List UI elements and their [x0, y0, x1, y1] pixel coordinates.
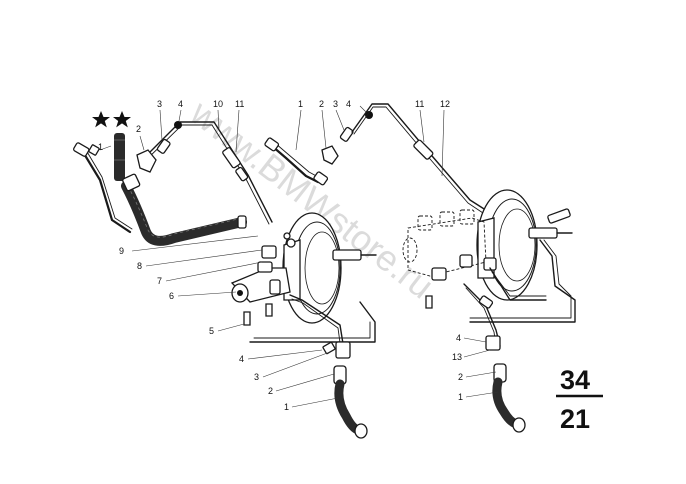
callout-label: 5	[209, 326, 214, 336]
pipe-bracket	[321, 145, 339, 165]
star-icon	[113, 111, 131, 128]
callout-label: 2	[458, 372, 463, 382]
booster-pushrod	[332, 249, 362, 261]
brake-pipe	[270, 144, 320, 184]
callout-label: 2	[319, 99, 324, 109]
callout-label: 1	[284, 402, 289, 412]
brake-pipe-loop	[469, 239, 576, 323]
callout-label: 1	[98, 142, 103, 152]
leader-lines	[99, 109, 339, 408]
brake-booster	[476, 189, 573, 301]
right-assembly: 1 2 3 4 11 12 4 13 2 1	[264, 99, 576, 433]
cylinder-port	[431, 267, 447, 281]
left-assembly: 1 2 3 4 10 11 9 8 7 6 5 4 3 2 1	[73, 99, 377, 439]
callout-label: 13	[452, 352, 462, 362]
callout-label: 9	[119, 246, 124, 256]
brake-flex-hose	[334, 379, 363, 435]
leader-lines	[295, 105, 499, 398]
pipe-sleeve	[413, 139, 434, 160]
brake-pipe-top	[141, 121, 273, 223]
callout-label: 3	[254, 372, 259, 382]
callout-label: 3	[333, 99, 338, 109]
callout-label: 8	[137, 261, 142, 271]
callout-label: 2	[268, 386, 273, 396]
union-fitting	[156, 138, 171, 154]
hose-clamp	[122, 173, 141, 192]
callout-label: 2	[136, 124, 141, 134]
callout-label: 1	[298, 99, 303, 109]
bleed-screw	[243, 311, 251, 326]
sub-group-number: 21	[560, 404, 590, 434]
vacuum-hose-short	[114, 133, 125, 181]
group-number-badge: 34 21	[556, 365, 603, 434]
brake-pipe	[81, 150, 132, 234]
hose-end-fitting	[237, 215, 247, 229]
callout-label: 11	[235, 99, 244, 109]
callout-label: 4	[456, 333, 461, 343]
group-number: 34	[560, 365, 590, 395]
brake-flex-hose	[492, 377, 521, 429]
seal-ring	[174, 121, 182, 129]
pipe-sleeve	[222, 147, 241, 169]
bleed-screw	[265, 303, 273, 317]
callout-label: 11	[415, 99, 424, 109]
brake-pipe-lower	[289, 294, 345, 351]
callout-label: 1	[458, 392, 463, 402]
callout-label: 3	[157, 99, 162, 109]
booster-pushrod	[528, 227, 558, 239]
union-fitting	[339, 126, 354, 142]
callout-label: 4	[239, 354, 244, 364]
distribution-block	[335, 341, 351, 359]
star-icon	[92, 111, 110, 128]
callout-label: 4	[178, 99, 183, 109]
vacuum-hose-long	[121, 181, 247, 246]
master-cylinder	[230, 245, 291, 303]
reservoir-port	[261, 245, 277, 259]
callout-label: 10	[213, 99, 223, 109]
callout-label: 4	[346, 99, 351, 109]
bleed-screw	[425, 295, 433, 309]
seal-ring	[365, 111, 373, 119]
pipe-fitting	[264, 137, 280, 152]
callout-label: 12	[440, 99, 450, 109]
callout-label: 6	[169, 291, 174, 301]
brake-pipe-loop	[249, 301, 376, 343]
distribution-block	[485, 335, 501, 351]
brake-pipe-top	[351, 103, 493, 215]
pipe-fitting	[73, 142, 90, 157]
pipe-bracket	[136, 149, 157, 173]
callout-label: 7	[157, 276, 162, 286]
